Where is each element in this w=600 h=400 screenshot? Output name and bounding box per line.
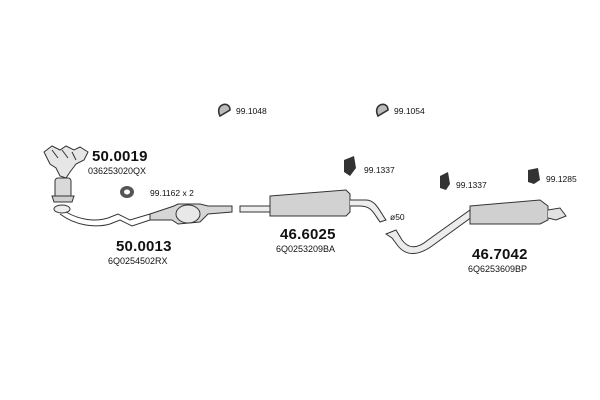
accessory-code: 99.1048	[236, 106, 267, 116]
rubber-mount-icon	[528, 168, 540, 184]
rubber-mount-icon	[440, 172, 450, 190]
pipe-diameter-note: ø50	[390, 212, 405, 222]
accessory-code: 99.1054	[394, 106, 425, 116]
part-code-46-7042: 46.7042	[472, 246, 528, 263]
clamp-icon	[217, 103, 231, 118]
part-code-50-0019: 50.0019	[92, 148, 148, 165]
rubber-mount-icon	[344, 156, 356, 176]
part-code-46-6025: 46.6025	[280, 226, 336, 243]
rear-silencer-drawing	[384, 199, 567, 254]
part-code-50-0013: 50.0013	[116, 238, 172, 255]
clamp-icon	[375, 103, 389, 118]
front-pipe-drawing	[53, 204, 151, 227]
catalytic-converter-drawing	[149, 203, 233, 225]
accessory-code: 99.1337	[364, 165, 395, 175]
exhaust-manifold-drawing	[43, 145, 89, 203]
accessory-code: 99.1162 x 2	[150, 188, 194, 198]
middle-silencer-drawing	[239, 189, 387, 223]
oem-code: 6Q0254502RX	[108, 256, 168, 266]
accessory-code: 99.1285	[546, 174, 577, 184]
gasket-icon	[120, 186, 134, 198]
oem-code: 036253020QX	[88, 166, 147, 176]
oem-code: 6Q6253609BP	[468, 264, 528, 274]
accessory-code: 99.1337	[456, 180, 487, 190]
oem-code: 6Q0253209BA	[276, 244, 336, 254]
